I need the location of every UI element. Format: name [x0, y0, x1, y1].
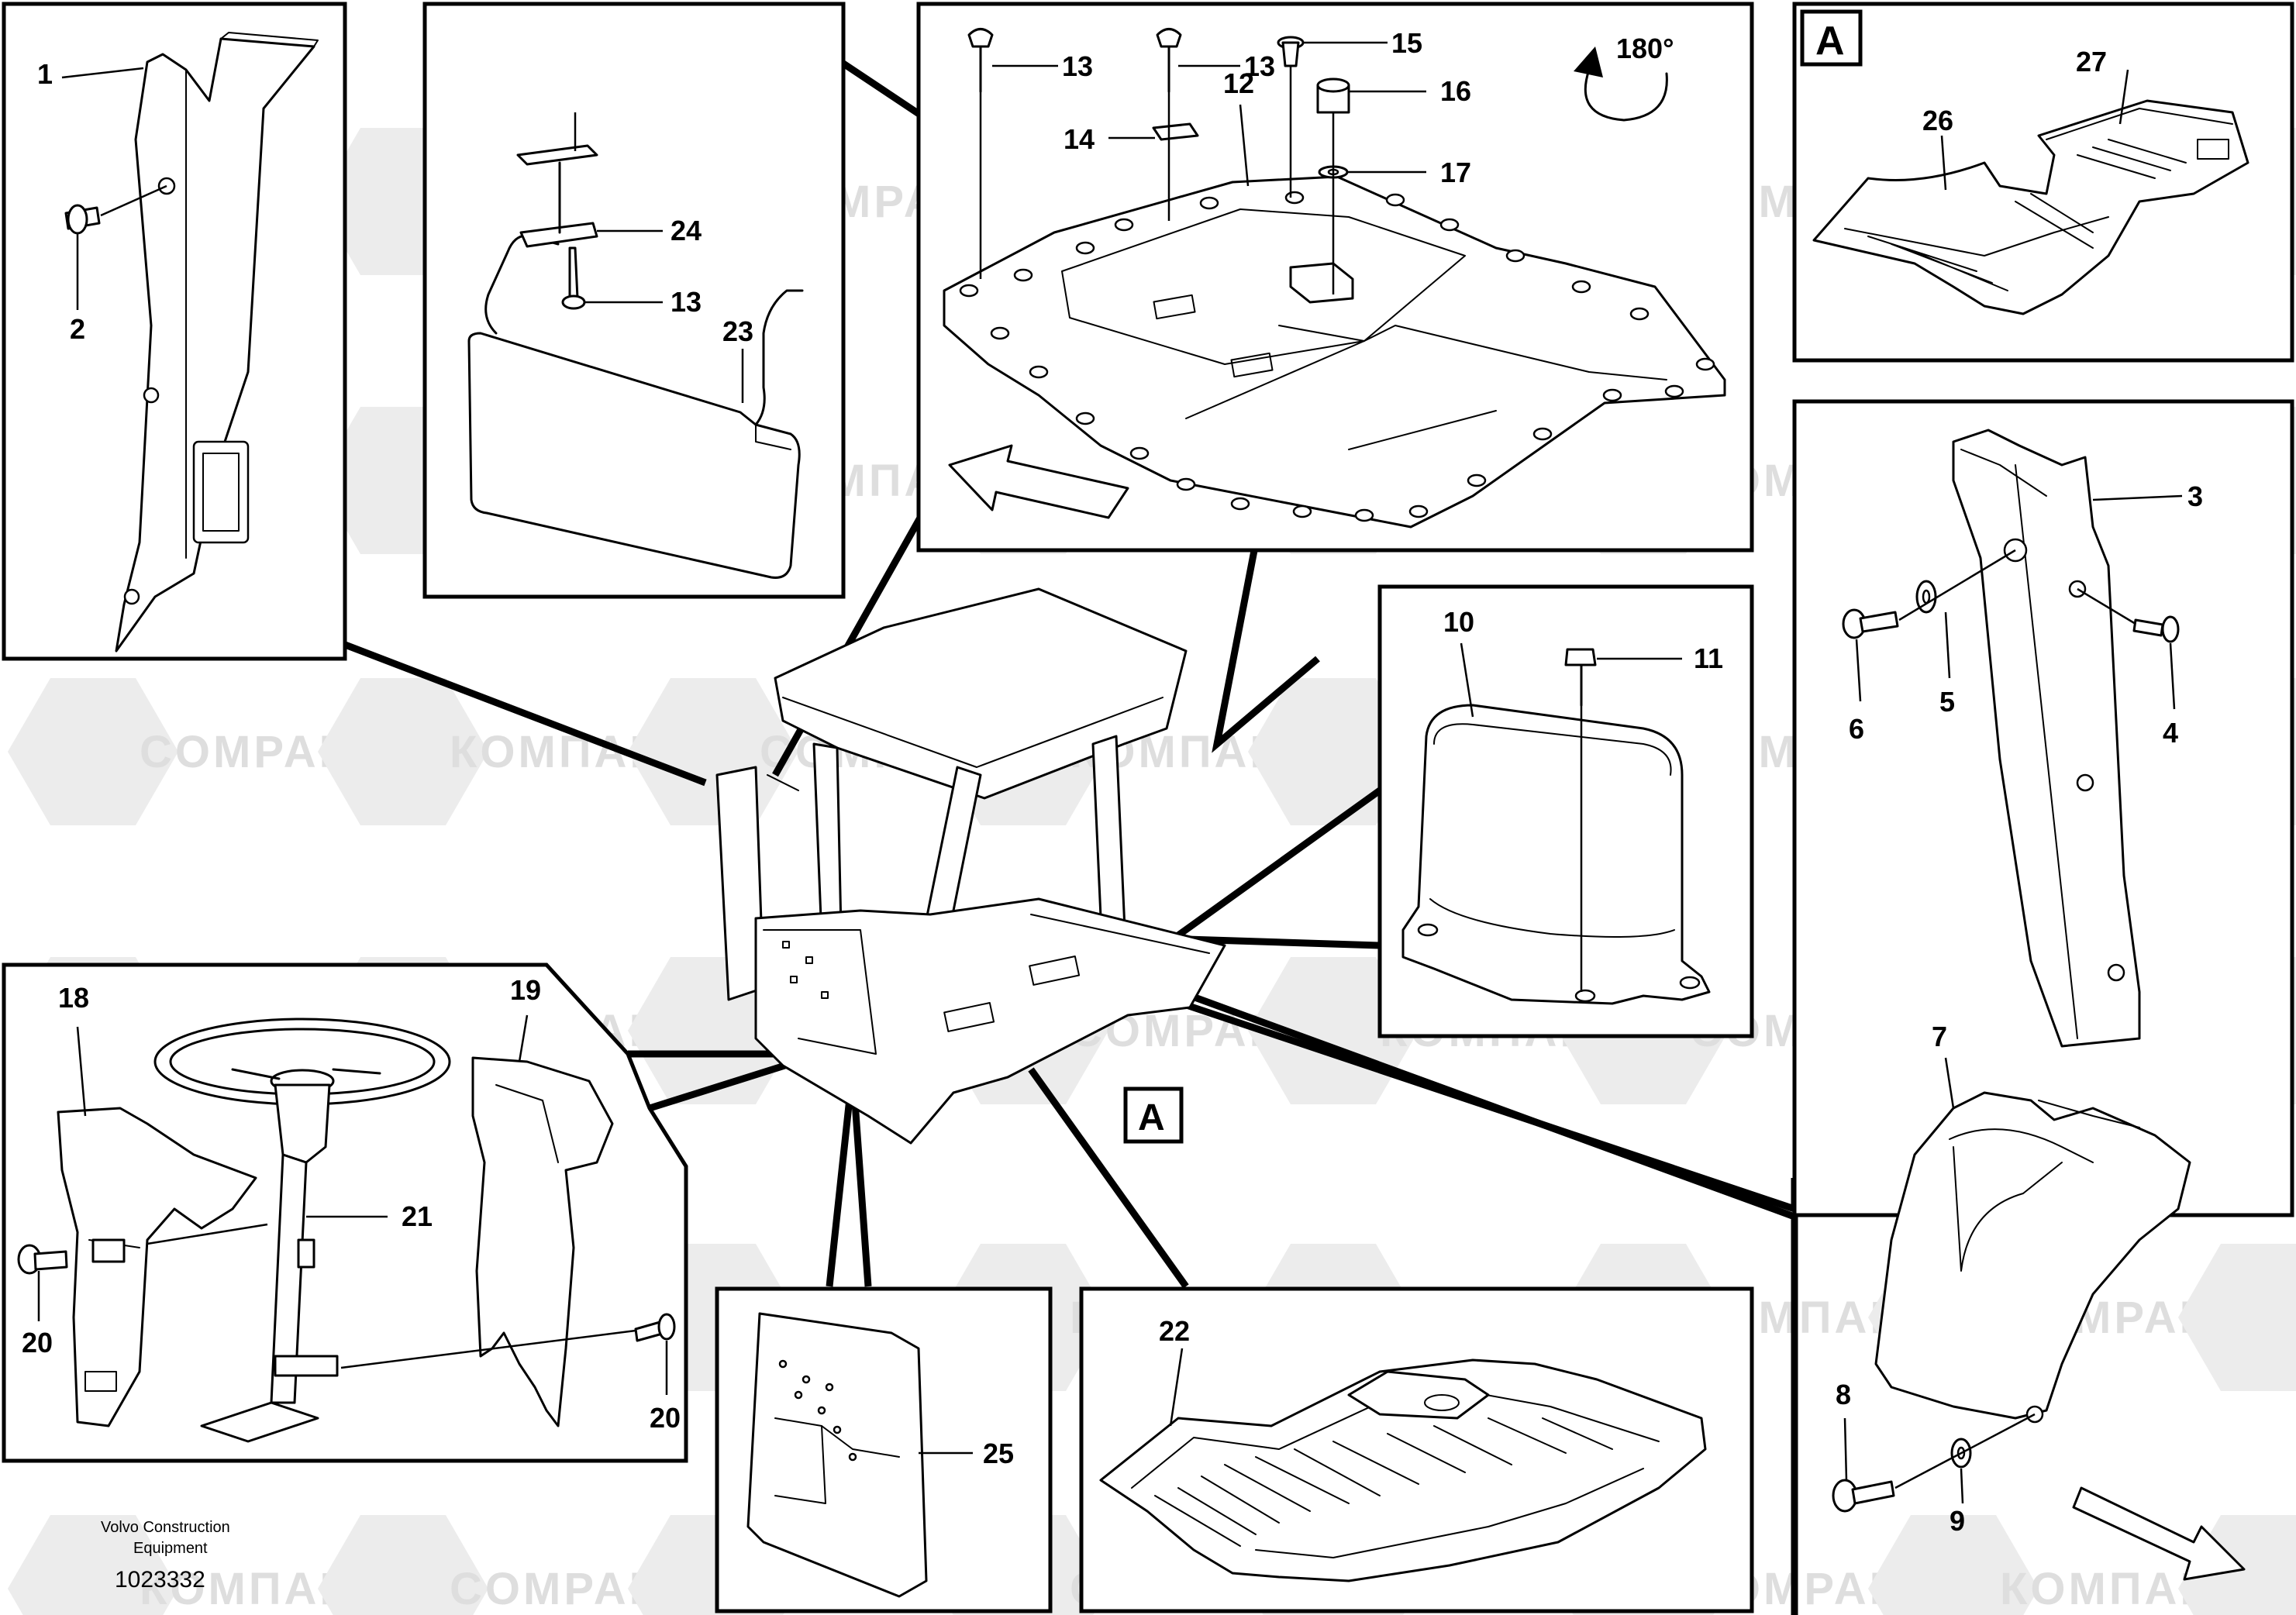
panel-sun-visor: 24 13 23 [422, 2, 846, 599]
label-9: 9 [1950, 1505, 1965, 1537]
panel-floor-mat: 22 [1079, 1286, 1754, 1613]
label-4: 4 [2163, 717, 2178, 749]
panel-roof: 180° 13 15 16 14 12 17 13 [916, 2, 1754, 553]
label-7: 7 [1932, 1021, 1947, 1052]
label-8: 8 [1836, 1379, 1851, 1410]
label-13b: 13 [1062, 50, 1093, 82]
rotation-label: 180° [1616, 33, 1674, 64]
panel-pillar-left: 1 2 [2, 2, 347, 661]
roof-bolt-hole [1532, 427, 1553, 441]
roof-bolt-hole [1602, 388, 1622, 402]
watermark-hexagon [8, 678, 178, 825]
company-line-1: Volvo Construction [101, 1519, 230, 1536]
label-13: 13 [671, 286, 702, 318]
roof-bolt-hole [1230, 497, 1250, 511]
roof-bolt-hole [1354, 508, 1374, 522]
label-1: 1 [37, 58, 53, 90]
panel-floor-box: 10 11 [1377, 584, 1754, 1038]
label-3: 3 [2187, 480, 2203, 512]
watermark-hexagon [2178, 1244, 2296, 1391]
panel-pillar-right: 3 5 6 4 [1792, 399, 2294, 1217]
label-14: 14 [1064, 123, 1095, 155]
watermark-hexagon [318, 1515, 488, 1615]
panel-steering: 18 19 21 20 20 [2, 962, 688, 1463]
label-15: 15 [1391, 27, 1422, 59]
roof-bolt-hole [1176, 477, 1196, 491]
roof-bolt-hole [959, 284, 979, 298]
roof-bolt-hole [1408, 504, 1429, 518]
roof-bolt-hole [1075, 241, 1095, 255]
roof-bolt-hole [1695, 357, 1715, 371]
label-5: 5 [1939, 686, 1955, 718]
label-17: 17 [1440, 157, 1471, 188]
roof-bolt-hole [1664, 384, 1684, 398]
label-2: 2 [70, 313, 85, 345]
cab-view-a-marker: A [1138, 1097, 1165, 1138]
roof-bolt-hole [1571, 280, 1591, 294]
label-24: 24 [671, 215, 702, 246]
roof-bolt-hole [1075, 411, 1095, 425]
roof-bolt-hole [1629, 307, 1650, 321]
label-22: 22 [1159, 1315, 1190, 1347]
label-20-left: 20 [22, 1327, 53, 1358]
label-10: 10 [1443, 606, 1474, 638]
label-25: 25 [983, 1438, 1014, 1469]
label-16: 16 [1440, 75, 1471, 107]
cab-assembly: A [715, 587, 1226, 1145]
watermark-hexagon [318, 678, 488, 825]
label-26: 26 [1922, 105, 1953, 136]
footer: Volvo Construction Equipment 1023332 [101, 1519, 230, 1593]
label-12: 12 [1223, 67, 1254, 99]
roof-bolt-hole [990, 326, 1010, 340]
panel-rear-cover: 7 8 9 [1832, 1021, 2246, 1581]
roof-bolt-hole [1129, 446, 1150, 460]
roof-bolt-hole [1284, 191, 1305, 205]
label-6: 6 [1849, 713, 1864, 745]
roof-bolt-hole [1505, 249, 1525, 263]
label-19: 19 [510, 974, 541, 1006]
label-18: 18 [58, 982, 89, 1014]
roof-bolt-hole [1467, 473, 1487, 487]
roof-bolt-hole [1292, 504, 1312, 518]
panel-plate: 25 [715, 1286, 1053, 1613]
label-23: 23 [722, 315, 753, 347]
roof-bolt-hole [1013, 268, 1033, 282]
roof-bolt-hole [1114, 218, 1134, 232]
label-20-right: 20 [650, 1402, 681, 1434]
roof-bolt-hole [1199, 196, 1219, 210]
view-a-marker: A [1815, 19, 1845, 64]
watermark-hexagon [1248, 678, 1419, 825]
watermark-hexagon [8, 1515, 178, 1615]
roof-bolt-hole [1029, 365, 1049, 379]
roof-bolt-hole [1385, 193, 1405, 207]
drawing-number: 1023332 [115, 1567, 205, 1593]
panel-view-a: A 27 26 [1792, 2, 2294, 363]
label-11: 11 [1694, 642, 1723, 674]
label-13c: 13 [1244, 50, 1275, 82]
watermark-hexagon [1868, 1515, 2039, 1615]
label-27: 27 [2076, 46, 2107, 77]
label-21: 21 [402, 1200, 433, 1232]
roof-bolt-hole [1439, 218, 1460, 232]
company-line-2: Equipment [133, 1540, 208, 1557]
